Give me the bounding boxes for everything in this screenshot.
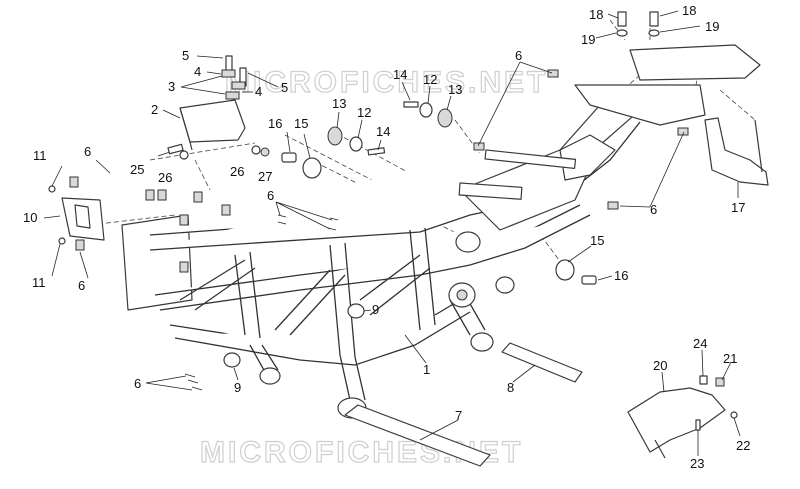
callout-11: 11 xyxy=(32,275,46,290)
callout-1: 1 xyxy=(423,362,430,377)
callout-21: 21 xyxy=(723,351,737,366)
callout-6: 6 xyxy=(84,144,91,159)
callout-11: 11 xyxy=(33,148,47,163)
callout-3: 3 xyxy=(168,79,175,94)
callout-17: 17 xyxy=(731,200,745,215)
callout-24: 24 xyxy=(693,336,707,351)
callout-6: 6 xyxy=(267,188,274,203)
mount-15 xyxy=(302,157,597,285)
callout-19: 19 xyxy=(581,32,595,47)
callout-6: 6 xyxy=(134,376,141,391)
mount-12-13-14 xyxy=(327,101,453,156)
callout-7: 7 xyxy=(455,408,462,423)
callout-23: 23 xyxy=(690,456,704,471)
callout-9: 9 xyxy=(234,380,241,395)
callout-15: 15 xyxy=(590,233,604,248)
callout-13: 13 xyxy=(448,82,462,97)
callout-14: 14 xyxy=(376,124,390,139)
hook-17 xyxy=(616,11,769,186)
callout-26: 26 xyxy=(158,170,172,185)
watermark-top: MICROFICHES.NET xyxy=(225,66,548,99)
callout-18: 18 xyxy=(682,3,696,18)
callout-9: 9 xyxy=(372,302,379,317)
callout-18: 18 xyxy=(589,7,603,22)
bracket-10 xyxy=(48,176,105,251)
guard-20 xyxy=(627,375,738,459)
bolts-5 xyxy=(221,55,247,100)
callout-16: 16 xyxy=(268,116,282,131)
callout-14: 14 xyxy=(393,67,407,82)
washer-26-27 xyxy=(251,145,270,157)
callout-2: 2 xyxy=(151,102,158,117)
main-frame xyxy=(121,84,706,419)
callout-6: 6 xyxy=(650,202,657,217)
callout-15: 15 xyxy=(294,116,308,131)
callout-12: 12 xyxy=(423,72,437,87)
callout-26: 26 xyxy=(230,164,244,179)
callout-6: 6 xyxy=(78,278,85,293)
callout-13: 13 xyxy=(332,96,346,111)
callout-numbers: 5 4 3 4 5 2 25 26 26 27 16 15 13 12 14 1… xyxy=(23,3,750,471)
callout-16: 16 xyxy=(614,268,628,283)
rod-7 xyxy=(344,404,491,467)
callout-8: 8 xyxy=(507,380,514,395)
callout-10: 10 xyxy=(23,210,37,225)
bracket-2 xyxy=(179,99,246,151)
callout-27: 27 xyxy=(258,169,272,184)
callout-25: 25 xyxy=(130,162,144,177)
spacer-9 xyxy=(223,303,365,368)
bushing-16 xyxy=(281,152,297,163)
callout-4: 4 xyxy=(194,64,201,79)
callout-22: 22 xyxy=(736,438,750,453)
bolt-25 xyxy=(157,143,189,160)
callout-12: 12 xyxy=(357,105,371,120)
rod-8 xyxy=(501,342,583,383)
callout-5: 5 xyxy=(182,48,189,63)
callout-4: 4 xyxy=(255,84,262,99)
callout-19: 19 xyxy=(705,19,719,34)
callout-20: 20 xyxy=(653,358,667,373)
callout-6: 6 xyxy=(515,48,522,63)
clips-6 xyxy=(145,69,689,391)
leader-lines xyxy=(43,10,741,456)
callout-5: 5 xyxy=(281,80,288,95)
